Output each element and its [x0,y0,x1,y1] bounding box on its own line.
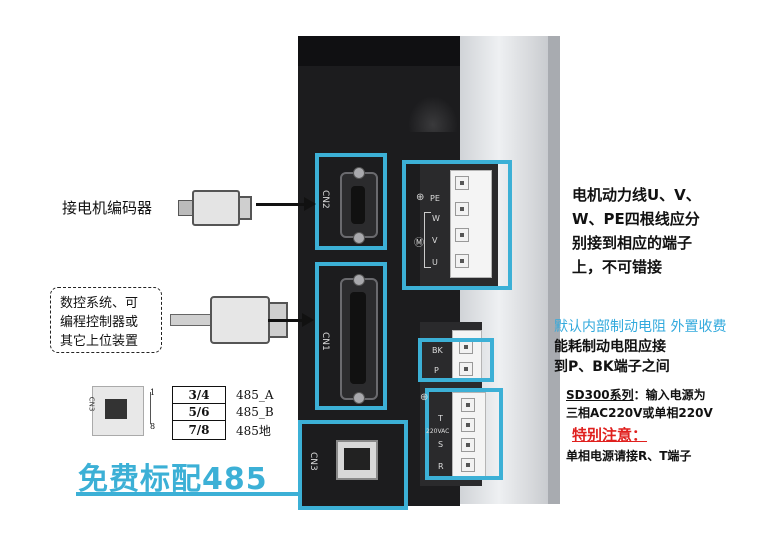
rj45-diagram [92,386,144,436]
plug-housing [210,296,270,344]
terminal-screw-icon [455,202,469,216]
brake-terminal-highlight [418,338,494,382]
rj45-socket [344,448,370,470]
special-note: 特别注意： [572,426,648,444]
motor-bracket [424,212,431,268]
controller-line-1: 数控系统、可 [60,296,139,311]
drive-bevel [408,96,458,132]
rj45-diagram-socket [105,399,127,419]
terminal-w-label: W [432,214,440,223]
table-row: 7/8 485地 [172,420,281,440]
motor-power-line-3: 别接到相应的端子 [572,234,693,252]
brake-text-line-2: 到P、BK端子之间 [554,359,670,375]
terminal-t-label: T [438,414,443,423]
terminal-screw-icon [461,418,475,432]
db25-socket [350,292,366,384]
cn1-port [340,274,378,404]
series-line-2: 三相AC220V或单相220V [566,406,713,420]
terminal-pe-label: PE [430,194,440,203]
motor-power-line-2: W、PE四根线应分 [572,210,700,228]
terminal-screw-icon [461,458,475,472]
controller-line-2: 编程控制器或 [60,315,139,330]
terminal-ac-label: 220VAC [426,428,450,435]
motor-power-line-1: 电机动力线U、V、 [572,186,701,204]
terminal-s-label: S [438,440,444,449]
brake-text-line-1: 能耗制动电阻应接 [554,339,666,355]
terminal-u-label: U [432,258,438,267]
signal-cell: 485_A [236,388,274,402]
series-line-1: SD300系列：输入电源为 [566,386,706,403]
free-485-underline [76,492,298,496]
cn2-highlight [315,153,387,250]
controller-callout-box [50,287,162,353]
cn2-label: CN2 [320,190,330,209]
pin-cell: 3/4 [172,386,226,404]
cn3-label: CN3 [308,452,318,471]
cn1-label: CN1 [320,332,330,351]
rj45-pin-1: 1 [150,388,156,397]
screw-icon [353,274,365,286]
rj45-port [336,440,378,480]
cn1-highlight [315,262,387,410]
screw-icon [353,392,365,404]
terminal-screw-icon [461,438,475,452]
terminal-bk-label: BK [432,346,443,355]
encoder-callout: 接电机编码器 [62,199,153,217]
cn2-port [340,167,378,244]
heatsink-shade [548,36,560,504]
input-ground-icon: ⊕ [420,392,429,403]
controller-line-3: 其它上位装置 [60,334,139,349]
signal-cell: 485地 [236,423,271,438]
input-terminal-highlight [425,388,503,480]
terminal-screw-icon [455,254,469,268]
pin-cell: 7/8 [172,420,226,440]
plug-housing [192,190,240,226]
terminal-r-label: R [438,462,444,471]
power-terminal-highlight [402,160,512,290]
screw-icon [353,232,365,244]
plug-tip [238,196,252,220]
encoder-arrow-line [256,203,306,206]
rj45-pinout-table: 3/4 485_A 5/6 485_B 7/8 485地 [172,386,281,440]
rj45-pin-8: 8 [150,422,156,431]
signal-cell: 485_B [236,405,274,419]
rj45-pin-lines [142,392,151,424]
screw-icon [353,167,365,179]
pin-cell: 5/6 [172,403,226,421]
cn3-highlight [298,420,408,510]
db9-socket [351,186,365,224]
free-485-label: 免费标配485 [78,462,268,497]
terminal-screw-icon [461,398,475,412]
controller-arrow-head [302,313,314,327]
series-title: SD300系列 [566,388,634,402]
series-rest: ：输入电源为 [633,388,706,402]
terminal-screw-icon [455,228,469,242]
single-phase-note: 单相电源请接R、T端子 [566,449,692,463]
brake-resistor-note: 默认内部制动电阻 外置收费 [554,319,727,335]
drive-top-edge [298,36,460,66]
terminal-p-label: P [434,366,439,375]
controller-arrow-line [268,319,304,322]
table-row: 3/4 485_A [172,386,281,404]
rj45-side-label: CN3 [87,396,96,412]
motor-symbol-icon: Ⓜ [414,238,424,249]
terminal-screw-icon [455,176,469,190]
cable-stub [170,314,212,326]
table-row: 5/6 485_B [172,403,281,421]
encoder-arrow-head [304,197,316,211]
pe-ground-icon: ⊕ [416,192,425,203]
encoder-cable-plug [178,188,254,228]
motor-power-line-4: 上，不可错接 [572,258,663,276]
terminal-v-label: V [432,236,438,245]
terminal-screw-icon [459,362,473,376]
